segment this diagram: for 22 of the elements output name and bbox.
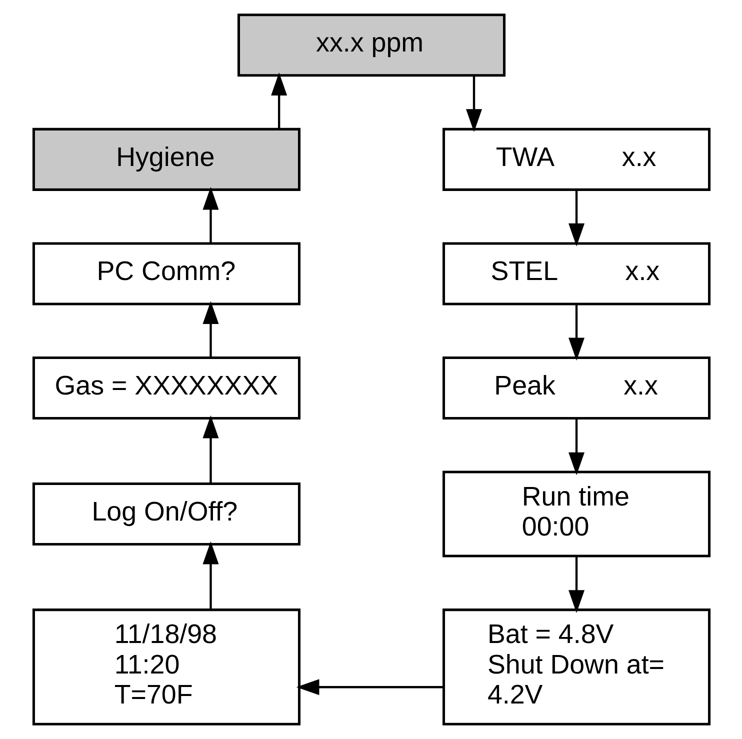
arrow [270, 72, 287, 129]
node-box: Log On/Off? [32, 482, 300, 546]
node-box: STEL x.x [442, 242, 710, 306]
node-box: Bat = 4.8V Shut Down at= 4.2V [442, 608, 710, 726]
node-box: TWA x.x [442, 128, 710, 191]
arrow [568, 556, 584, 614]
node-box: 11/18/98 11:20 T=70F [32, 608, 300, 726]
arrow [568, 190, 584, 246]
arrow [202, 186, 218, 244]
arrow [202, 301, 218, 358]
node-box: xx.x ppm [236, 14, 506, 77]
node-box: Gas = XXXXXXXX [32, 356, 300, 420]
node-box: PC Comm? [32, 242, 300, 306]
node-box: Peak x.x [442, 356, 710, 420]
arrow [568, 418, 584, 476]
arrow [466, 76, 482, 132]
arrow [568, 304, 584, 361]
arrow [202, 415, 218, 484]
node-box: Run time 00:00 [442, 470, 710, 558]
arrow [202, 541, 218, 610]
node-box: Hygiene [32, 128, 300, 191]
arrow [296, 679, 443, 696]
